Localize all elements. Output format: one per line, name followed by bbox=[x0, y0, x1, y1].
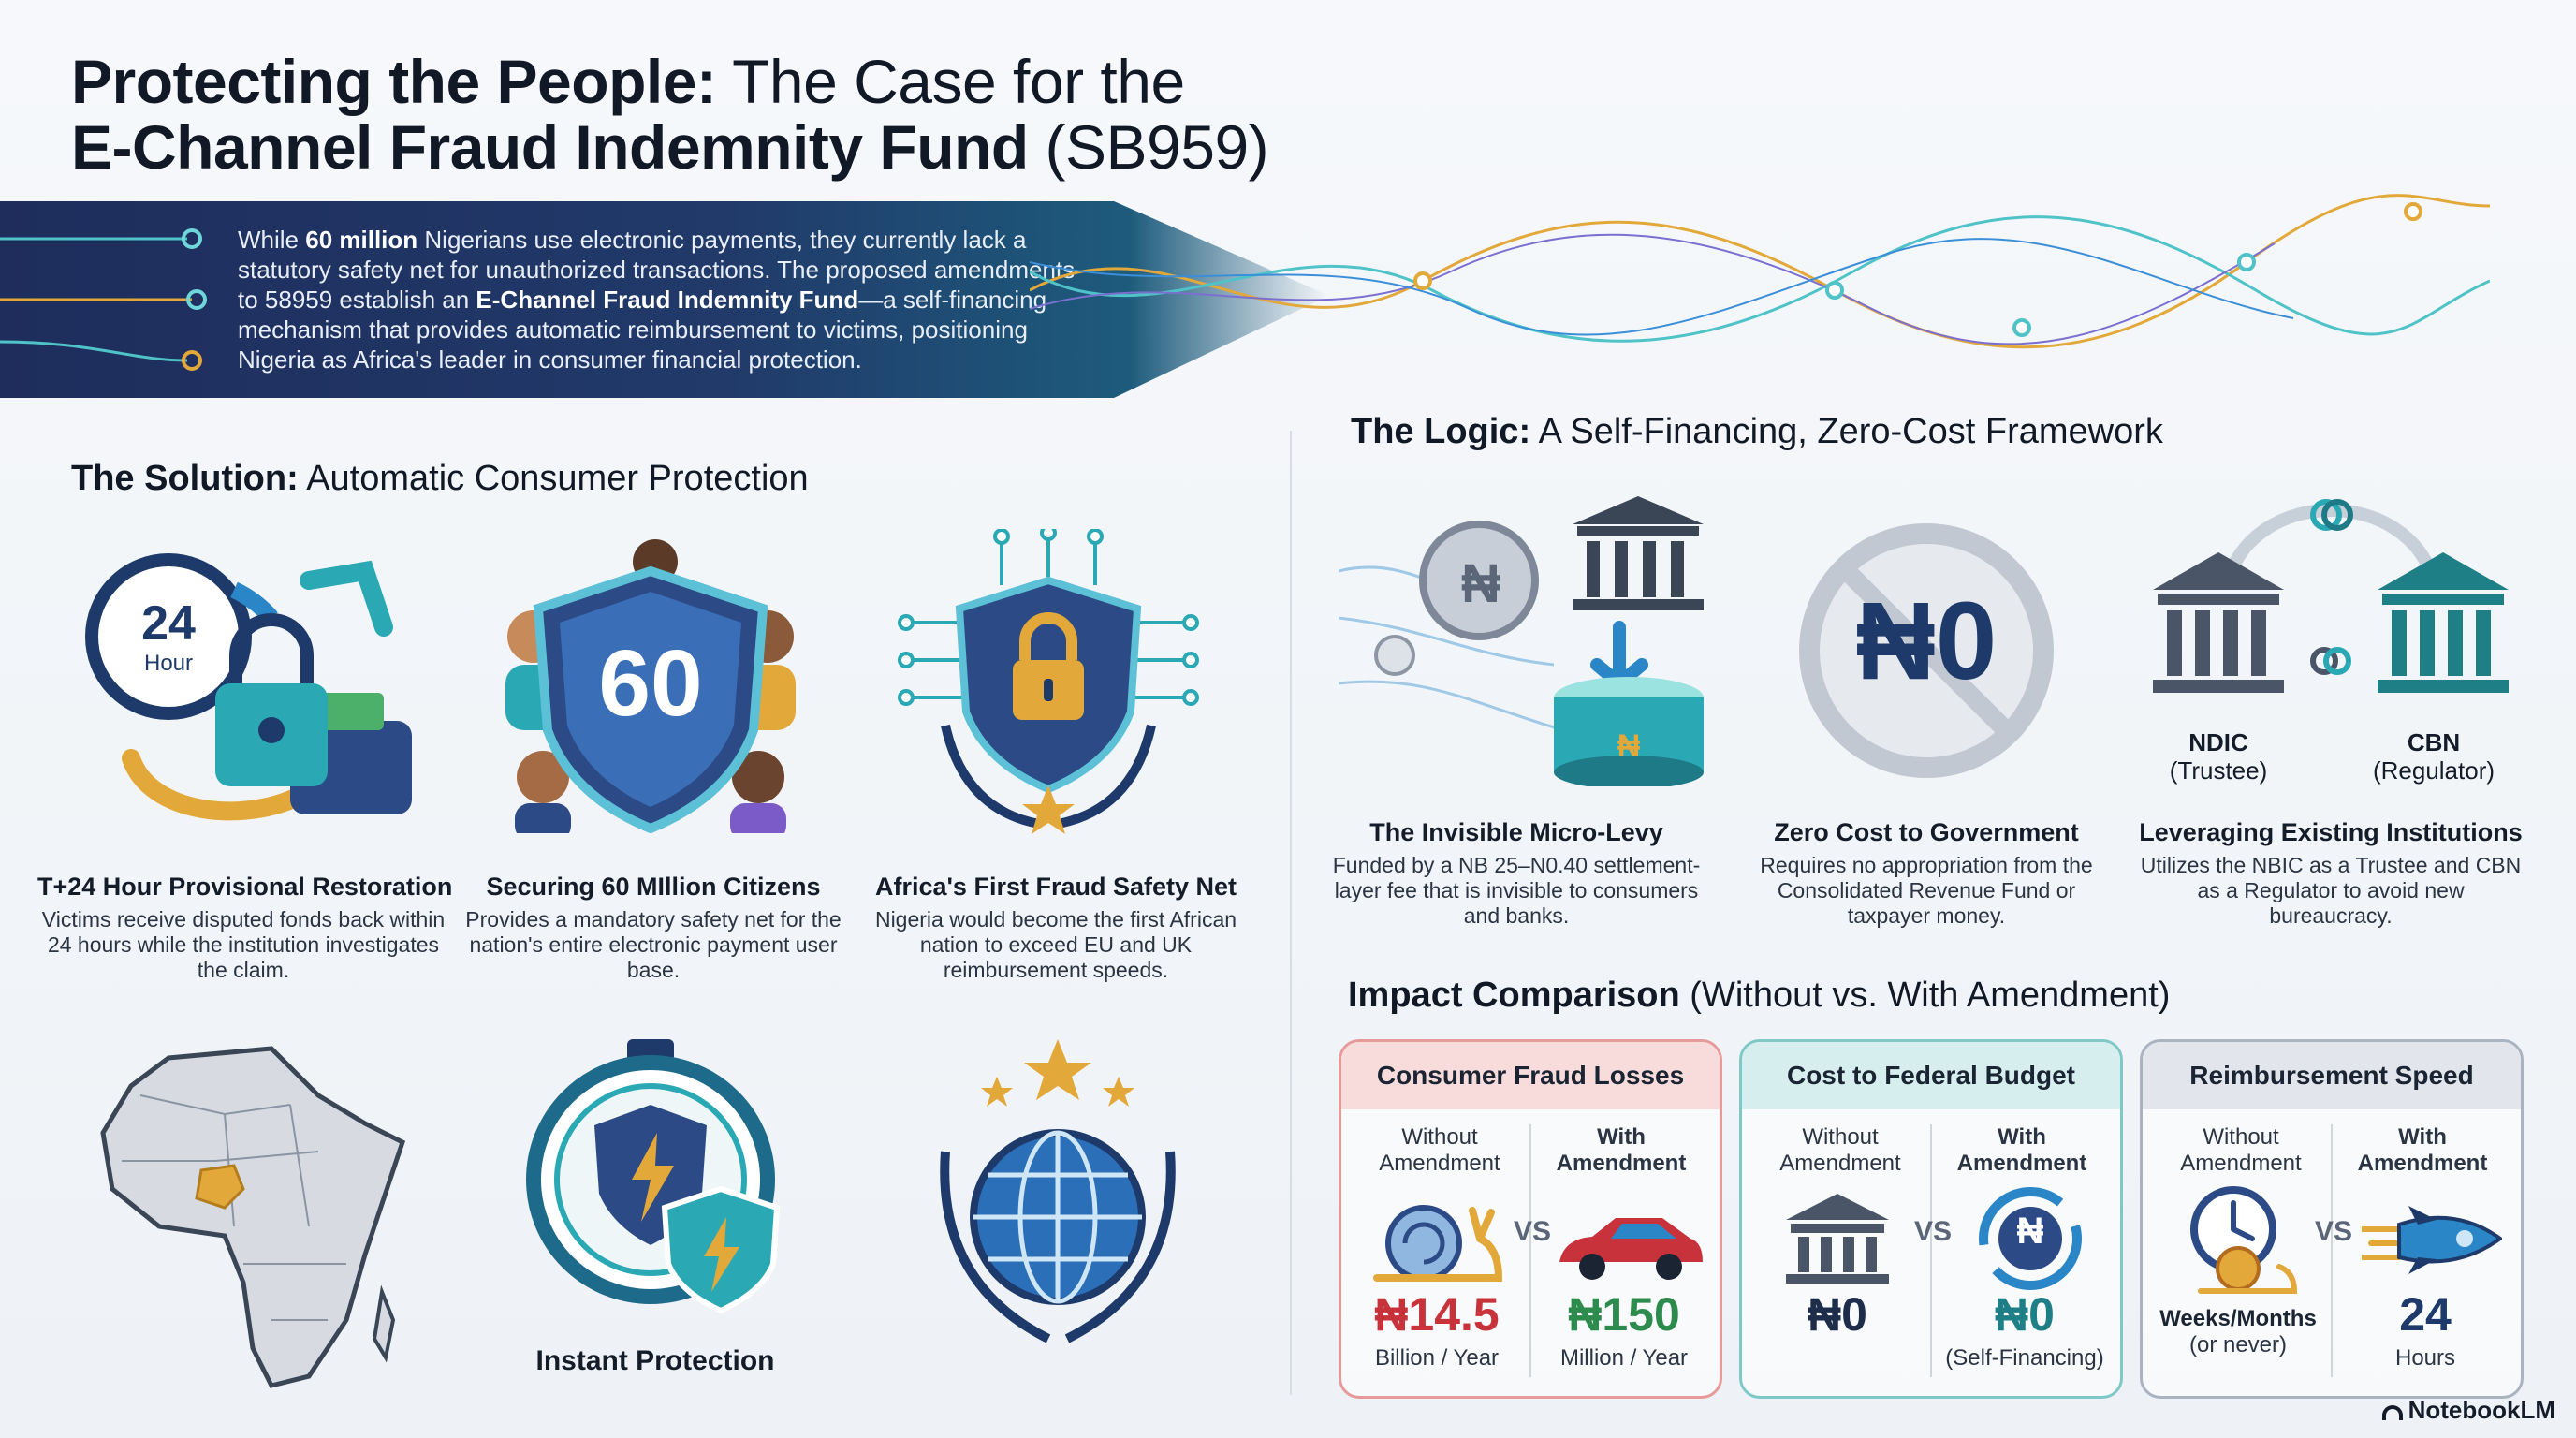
zero-cost-badge: ₦0 bbox=[1855, 580, 1998, 703]
cycle-naira-symbol: ₦ bbox=[2016, 1211, 2044, 1252]
car-icon bbox=[1559, 1218, 1703, 1280]
logic-micro-levy: The Invisible Micro-Levy Funded by a NB … bbox=[1332, 818, 1701, 928]
with-label: With Amendment bbox=[1556, 1124, 1687, 1176]
without-unit: (or never) bbox=[2188, 1332, 2288, 1357]
data-wave-icon bbox=[1030, 194, 2490, 349]
without-label: Without Amendment bbox=[2180, 1124, 2302, 1176]
shield-citizens-icon bbox=[505, 539, 796, 833]
no-cost-icon bbox=[1799, 523, 2054, 778]
citizens-badge-number: 60 bbox=[598, 631, 703, 736]
vault-naira-symbol: ₦ bbox=[1617, 728, 1641, 764]
without-label: Without Amendment bbox=[1779, 1124, 1901, 1176]
stopwatch-shield-icon bbox=[526, 1039, 781, 1314]
bank-icon bbox=[1786, 1194, 1889, 1284]
page-title: Protecting the People: The Case for the … bbox=[71, 47, 1269, 182]
feature-safety-net: Africa's First Fraud Safety Net Nigeria … bbox=[874, 873, 1237, 982]
impact-card-federal-budget: Cost to Federal Budget Without Amendment… bbox=[1739, 1039, 2123, 1399]
card-title: Consumer Fraud Losses bbox=[1341, 1042, 1720, 1109]
africa-map-icon bbox=[100, 1046, 406, 1388]
card-divider bbox=[2331, 1124, 2333, 1377]
with-unit: (Self-Financing) bbox=[1945, 1345, 2104, 1371]
globe-laurel-icon bbox=[940, 1039, 1176, 1343]
card-divider bbox=[1930, 1124, 1932, 1377]
naira-cycle-icon bbox=[1979, 1187, 2082, 1290]
impact-card-reimbursement-speed: Reimbursement Speed Without Amendment Wi… bbox=[2140, 1039, 2524, 1399]
vs-label: VS bbox=[1914, 1216, 1953, 1247]
hour-badge-unit: Hour bbox=[143, 651, 194, 676]
with-label: With Amendment bbox=[1956, 1124, 2087, 1176]
without-unit: Billion / Year bbox=[1374, 1345, 1500, 1371]
instant-protection-label: Instant Protection bbox=[535, 1345, 775, 1376]
coin-naira-symbol: ₦ bbox=[1461, 553, 1500, 614]
without-label: Without Amendment bbox=[1379, 1124, 1500, 1176]
linked-banks-icon bbox=[2153, 499, 2509, 693]
with-value: ₦0 bbox=[1995, 1288, 2055, 1341]
rocket-icon bbox=[2362, 1206, 2502, 1274]
intro-text: While 60 million Nigerians use electroni… bbox=[238, 226, 1076, 374]
with-unit: Million / Year bbox=[1559, 1345, 1689, 1371]
logic-zero-cost: Zero Cost to Government Requires no appr… bbox=[1760, 818, 2093, 928]
hour-badge-number: 24 bbox=[141, 596, 196, 651]
without-value: ₦14.5 bbox=[1374, 1288, 1500, 1341]
card-divider bbox=[1530, 1124, 1531, 1377]
solution-heading: The Solution: Automatic Consumer Protect… bbox=[71, 459, 809, 498]
column-divider bbox=[1290, 431, 1292, 1395]
cbn-label: CBN(Regulator) bbox=[2372, 728, 2496, 785]
vs-label: VS bbox=[1514, 1216, 1552, 1247]
with-unit: Hours bbox=[2394, 1345, 2456, 1371]
without-value: ₦0 bbox=[1808, 1288, 1867, 1341]
card-title: Reimbursement Speed bbox=[2143, 1042, 2521, 1109]
intro-banner bbox=[0, 201, 1329, 398]
notebooklm-logo: NotebookLM bbox=[2381, 1396, 2555, 1425]
logic-institutions: Leveraging Existing Institutions Utilize… bbox=[2139, 818, 2523, 928]
feature-restoration: T+24 Hour Provisional Restoration Victim… bbox=[37, 873, 453, 982]
card-title: Cost to Federal Budget bbox=[1742, 1042, 2120, 1109]
impact-heading: Impact Comparison (Without vs. With Amen… bbox=[1348, 976, 2171, 1015]
feature-citizens: Securing 60 MIllion Citizens Provides a … bbox=[465, 873, 842, 982]
vs-label: VS bbox=[2315, 1216, 2353, 1247]
circuit-lines-icon bbox=[0, 228, 207, 371]
padlock-shield-laurel-icon bbox=[898, 529, 1199, 834]
with-label: With Amendment bbox=[2357, 1124, 2488, 1176]
clock-lock-wallet-icon bbox=[85, 553, 412, 821]
coin-bank-vault-icon bbox=[1339, 496, 1704, 786]
without-value: Weeks/Months bbox=[2159, 1306, 2317, 1331]
logic-heading: The Logic: A Self-Financing, Zero-Cost F… bbox=[1351, 412, 2163, 451]
snail-icon bbox=[1373, 1205, 1503, 1282]
impact-card-fraud-losses: Consumer Fraud Losses Without Amendment … bbox=[1339, 1039, 1722, 1399]
with-value: ₦150 bbox=[1568, 1288, 1680, 1341]
clock-snail-icon bbox=[2190, 1186, 2298, 1294]
notebooklm-icon bbox=[2381, 1405, 2403, 1420]
with-value: 24 bbox=[2399, 1288, 2452, 1341]
ndic-label: NDIC(Trustee) bbox=[2169, 728, 2268, 785]
